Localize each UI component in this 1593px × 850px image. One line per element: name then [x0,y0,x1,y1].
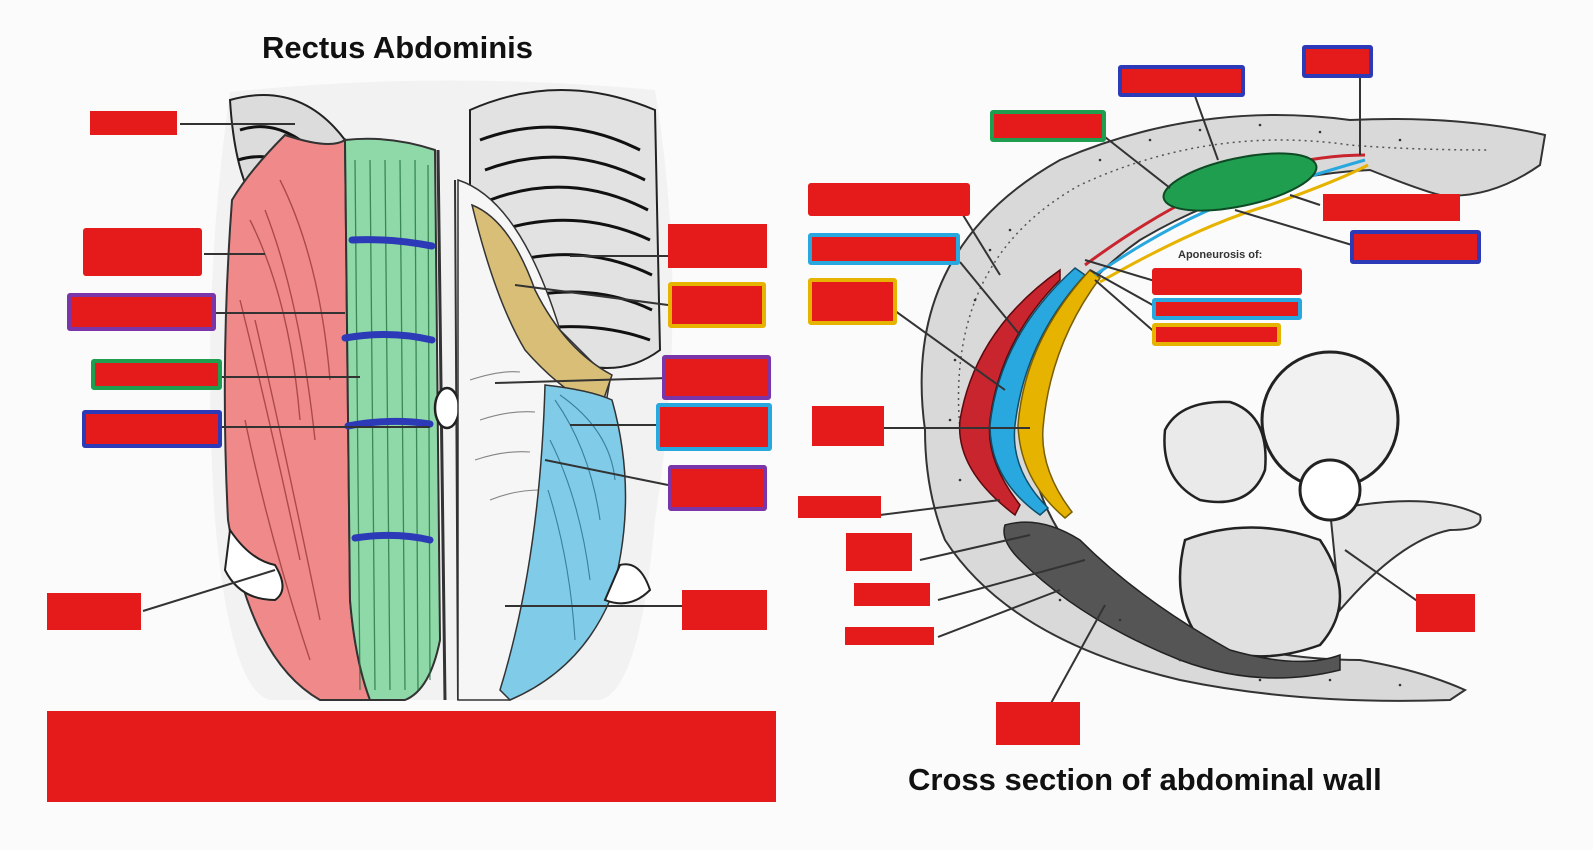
hidden-label-box[interactable] [812,406,884,446]
hidden-label-box[interactable] [668,224,767,268]
hidden-label-box[interactable] [1152,323,1281,346]
hidden-label-box[interactable] [846,533,912,571]
hidden-label-box[interactable] [1118,65,1245,97]
hidden-label-box[interactable] [808,278,897,325]
hidden-label-box[interactable] [854,583,930,606]
internal-oblique-muscle [499,384,627,701]
cs-external-oblique [958,268,1061,517]
hidden-label-box[interactable] [82,410,222,448]
diagram-title-right: Cross section of abdominal wall [908,762,1382,797]
hidden-label-box[interactable] [808,233,960,265]
hidden-label-box[interactable] [662,355,771,400]
hidden-label-box[interactable] [682,590,767,630]
hidden-label-box[interactable] [990,110,1106,142]
hidden-label-box[interactable] [83,228,202,276]
cross-section-figure [920,114,1547,702]
right-leader-lines [879,77,1431,706]
cs-transversus [1017,268,1102,519]
hidden-label-box[interactable] [845,627,934,645]
hidden-label-box[interactable] [1323,194,1460,221]
left-leader-lines [142,123,684,612]
hidden-label-box[interactable] [798,496,881,518]
hidden-label-box[interactable] [656,403,772,451]
torso-figure [210,80,673,701]
diagram-title-left: Rectus Abdominis [262,30,533,65]
hidden-label-box[interactable] [1152,268,1302,295]
hidden-caption-box[interactable] [47,711,776,802]
cs-rectus [1162,152,1318,212]
hidden-label-box[interactable] [1152,298,1302,320]
aponeurosis-caption: Aponeurosis of: [1178,249,1263,261]
hidden-label-box[interactable] [996,702,1080,745]
hidden-label-box[interactable] [67,293,216,331]
hidden-label-box[interactable] [91,359,222,390]
hidden-label-box[interactable] [668,282,766,328]
hidden-label-box[interactable] [90,111,177,135]
hidden-label-box[interactable] [1302,45,1373,78]
cs-internal-oblique [989,267,1087,516]
hidden-label-box[interactable] [808,183,970,216]
hidden-label-box[interactable] [1350,230,1481,264]
hidden-label-box[interactable] [1416,594,1475,632]
hidden-label-box[interactable] [47,593,141,630]
hidden-label-box[interactable] [668,465,767,511]
